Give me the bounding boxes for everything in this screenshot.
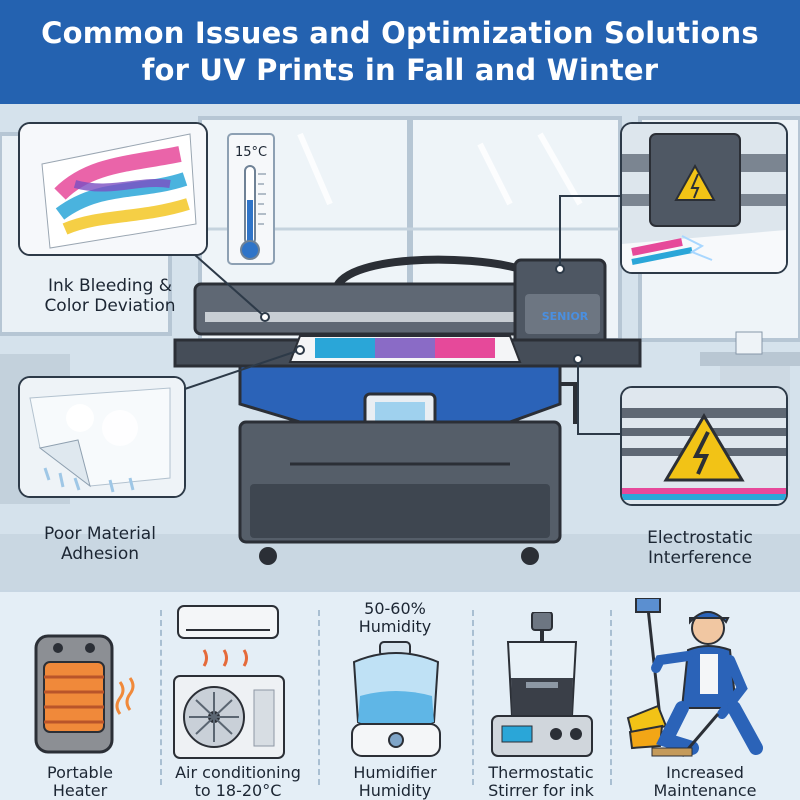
air-conditioner-icon xyxy=(173,605,285,759)
ink-bleeding-label: Ink Bleeding & Color Deviation xyxy=(44,276,176,316)
heater-label: Portable Heater xyxy=(47,763,113,800)
poor-adhesion-label: Poor Material Adhesion xyxy=(44,524,156,564)
poor-adhesion-panel xyxy=(18,376,186,498)
stirrer-label: Thermostatic Stirrer for ink xyxy=(488,763,594,800)
humidity-target-label: 50-60% Humidity xyxy=(358,599,432,636)
ink-bleeding-panel xyxy=(18,122,208,256)
divider xyxy=(160,610,162,785)
thermometer-icon xyxy=(227,133,275,265)
divider xyxy=(472,610,474,785)
title-line-1: Common Issues and Optimization Solutions xyxy=(41,16,759,50)
solutions-strip: Portable Heater Air conditioning to 18-2… xyxy=(0,590,800,800)
thermostatic-stirrer-icon xyxy=(491,612,593,757)
divider xyxy=(610,610,612,785)
printer-brand: SENIOR xyxy=(542,310,589,323)
heater-icon xyxy=(34,634,135,754)
printer-scene: 15°C xyxy=(0,104,800,590)
title-banner: Common Issues and Optimization Solutions… xyxy=(0,0,800,104)
divider xyxy=(318,610,320,785)
printhead-static-panel xyxy=(620,122,788,274)
humidifier-icon xyxy=(351,641,441,757)
maintenance-label: Increased Maintenance xyxy=(653,763,757,800)
air-conditioning-label: Air conditioning to 18-20°C xyxy=(175,763,301,800)
humidifier-label: Humidifier Humidity xyxy=(353,763,437,800)
lightning-warning-icon xyxy=(663,413,745,482)
electrostatic-label: Electrostatic Interference xyxy=(647,528,753,568)
thermometer-reading: 15°C xyxy=(235,145,267,160)
electrostatic-panel xyxy=(620,386,788,506)
maintenance-worker-icon xyxy=(626,598,763,757)
uv-printer xyxy=(173,255,642,565)
title-line-2: for UV Prints in Fall and Winter xyxy=(141,53,659,87)
